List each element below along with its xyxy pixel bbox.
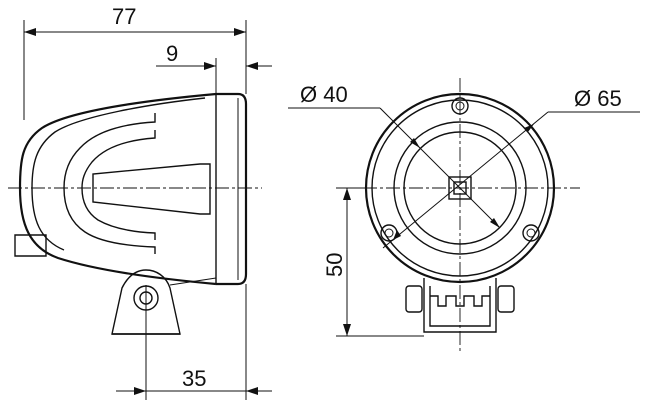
dim-77-label: 77 (112, 4, 136, 29)
dim-d40-arrow-a (410, 138, 420, 148)
side-view-dimensions: 77 9 35 (23, 4, 272, 400)
dim-35-arrow-right (246, 387, 258, 395)
bracket-teeth (430, 295, 490, 307)
dim-77-arrow-right (234, 28, 246, 36)
dim-d65-label: Ø 65 (574, 86, 622, 111)
front-bracket-inner (429, 286, 491, 327)
dim-d40-label: Ø 40 (300, 82, 348, 107)
rear-connector (14, 234, 47, 257)
u-channel (63, 187, 156, 254)
dim-d65-line (382, 111, 549, 249)
dim-50-label: 50 (322, 253, 347, 277)
screw-top (451, 97, 469, 115)
front-view (340, 78, 580, 352)
led-outer (448, 176, 472, 200)
outer-rim-inner (371, 99, 549, 277)
lens-rim (216, 92, 248, 286)
dim-35-arrow-left (134, 387, 146, 395)
bezel (393, 121, 527, 255)
dim-50-arrow-top (343, 188, 351, 200)
front-bracket (423, 278, 497, 333)
mount-bracket (111, 269, 181, 335)
bracket-nut-left (405, 285, 423, 313)
screw-right (522, 224, 540, 242)
u-channel-inner (81, 187, 156, 240)
housing-outer (18, 92, 217, 286)
bracket-nut-right (497, 285, 515, 313)
dim-9-arrow-left (204, 62, 216, 70)
side-view (8, 92, 262, 335)
housing-contour (31, 97, 206, 251)
dim-77-arrow-left (24, 28, 36, 36)
dim-50-arrow-bottom (343, 324, 351, 336)
upper-fin-inner (81, 130, 156, 189)
upper-fin (63, 113, 156, 189)
lens-face (403, 131, 517, 245)
dim-9-arrow-right (246, 62, 258, 70)
dim-35-label: 35 (182, 366, 206, 391)
center-slot (92, 163, 211, 215)
dim-d40-arrow-b (490, 218, 500, 228)
dim-9-label: 9 (166, 41, 178, 66)
dim-d40-line (379, 107, 501, 229)
dim-d65-arrow-b (393, 230, 401, 240)
dim-d65-arrow-a (524, 124, 534, 132)
front-view-dimensions: Ø 40 Ø 65 50 (288, 82, 640, 337)
housing-bracket-join (169, 277, 217, 286)
led-inner (453, 181, 467, 195)
